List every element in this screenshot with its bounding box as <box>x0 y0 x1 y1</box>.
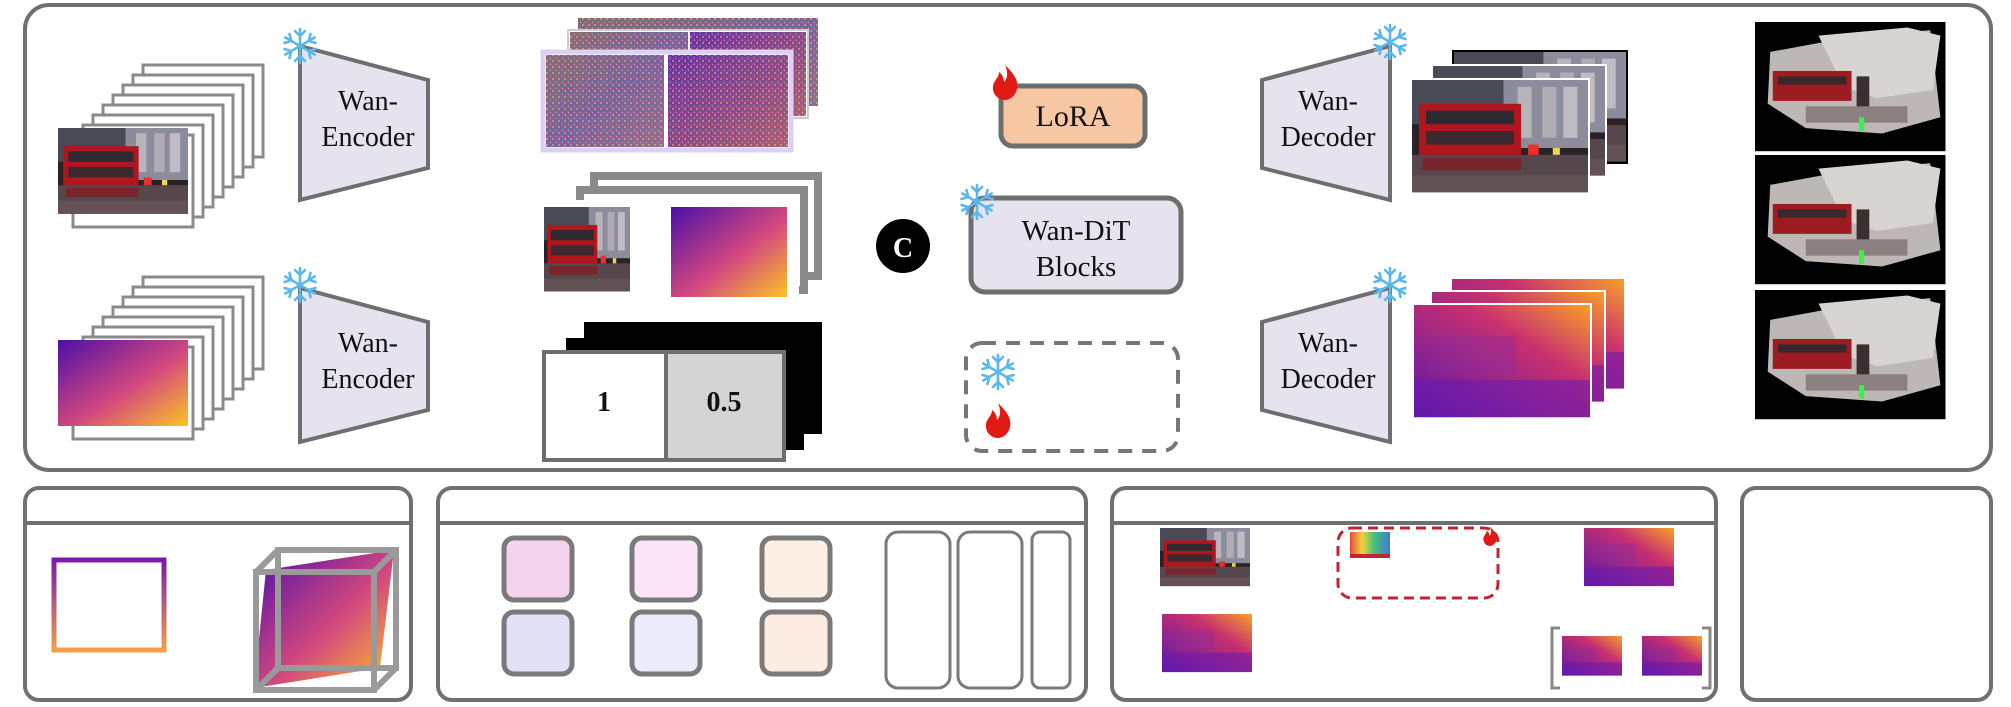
condition-rgb-latent <box>544 207 630 292</box>
dashed-model-box <box>1336 526 1500 600</box>
mask-stack: 1 0.5 <box>542 322 822 462</box>
lora-block: LoRA <box>992 65 1148 149</box>
depth-pair-bracket <box>1550 626 1712 690</box>
output-rgb-stack <box>1410 50 1628 194</box>
encoder-label-line2: Encoder <box>321 122 415 153</box>
token-chip <box>501 535 575 603</box>
condition-depth-latent <box>671 207 787 297</box>
concat-symbol: C <box>893 233 913 264</box>
wan-encoder-rgb: Wan- Encoder <box>283 27 430 203</box>
encoder-label-line1: Wan- <box>338 86 398 117</box>
noisy-latent-stack <box>540 18 818 153</box>
mask-value-depth: 0.5 <box>707 387 742 418</box>
encoder-label-line2: Encoder <box>321 364 415 395</box>
token-chip <box>629 609 703 677</box>
column-block <box>1030 530 1072 690</box>
output-depth-image <box>1414 305 1590 418</box>
token-chip <box>629 535 703 603</box>
rgb-thumbnail <box>1160 528 1250 587</box>
bottom-panel-tokens <box>436 486 1088 702</box>
wan-decoder-rgb: Wan- Decoder <box>1260 23 1407 203</box>
gradient-cube <box>253 547 399 693</box>
legend-box <box>964 341 1180 453</box>
point-cloud-view <box>1755 290 1946 420</box>
point-cloud-view <box>1755 22 1946 152</box>
condition-latent-stack <box>544 172 822 302</box>
lora-label: LoRA <box>1036 100 1111 133</box>
bottom-panel-representation <box>23 486 413 702</box>
dit-label-line1: Wan-DiT <box>1022 215 1131 247</box>
token-chip <box>759 535 833 603</box>
dit-label-line2: Blocks <box>1036 251 1117 283</box>
point-cloud-view <box>1755 155 1946 285</box>
token-chip <box>759 609 833 677</box>
wan-dit-blocks: Wan-DiT Blocks <box>960 183 1184 295</box>
decoder-label-line1: Wan- <box>1298 328 1358 359</box>
mask-value-rgb: 1 <box>597 387 611 418</box>
bottom-panel-depth-alignment <box>1110 486 1718 702</box>
column-block <box>956 530 1024 690</box>
wan-decoder-depth: Wan- Decoder <box>1260 266 1407 445</box>
decoder-label-line2: Decoder <box>1281 364 1377 395</box>
point-cloud-column <box>1755 22 1946 420</box>
depth-thumbnail <box>1584 528 1674 587</box>
token-chip <box>501 609 575 677</box>
depth-frame-image <box>58 340 188 426</box>
wan-encoder-depth: Wan- Encoder <box>283 266 430 445</box>
concat-icon: C <box>876 219 930 273</box>
output-rgb-image <box>1412 80 1588 193</box>
decoder-label-line1: Wan- <box>1298 86 1358 117</box>
decoder-label-line2: Decoder <box>1281 122 1377 153</box>
rgb-frame-image <box>58 128 188 214</box>
depth-thumbnail <box>1162 614 1252 673</box>
encoder-label-line1: Wan- <box>338 328 398 359</box>
column-block <box>884 530 952 690</box>
rgb-frame-stack <box>58 63 265 229</box>
depth-frame-stack <box>58 275 265 441</box>
bottom-panel-empty <box>1740 486 1993 702</box>
output-depth-stack <box>1412 279 1624 421</box>
frame-outline <box>51 557 167 653</box>
